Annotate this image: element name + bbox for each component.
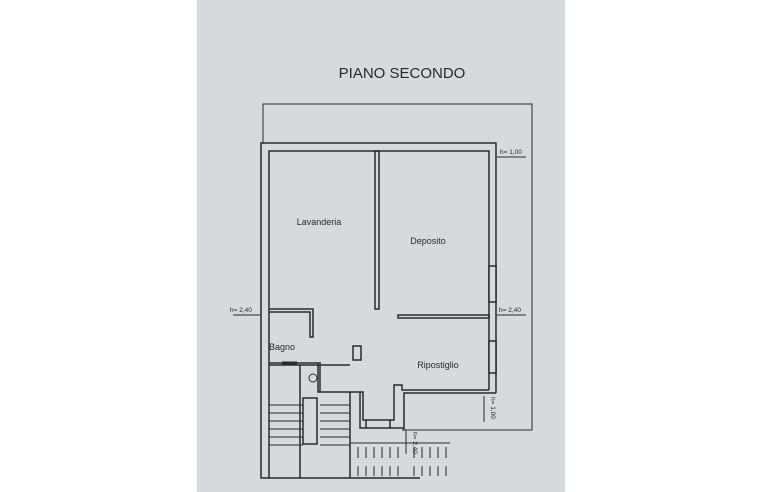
height-label: h= 2,40 bbox=[499, 307, 521, 314]
window bbox=[488, 265, 497, 303]
stair-core bbox=[302, 397, 318, 445]
stair-steps bbox=[269, 404, 450, 476]
window bbox=[488, 340, 497, 374]
ripostiglio-wall bbox=[317, 363, 489, 421]
plan-title: PIANO SECONDO bbox=[339, 65, 466, 82]
paper-sheet bbox=[197, 0, 565, 492]
height-label: h= 1,00 bbox=[500, 149, 522, 156]
height-label: h= 2,40 bbox=[411, 432, 418, 454]
partition-wall bbox=[397, 314, 490, 319]
room-label-deposito: Deposito bbox=[410, 236, 446, 246]
terrace-outline bbox=[262, 103, 533, 431]
fixture-symbol bbox=[308, 373, 318, 383]
column bbox=[352, 345, 362, 361]
room-label-bagno: Bagno bbox=[269, 342, 295, 352]
room-label-ripostiglio: Ripostiglio bbox=[417, 360, 459, 370]
height-label: h= 2,40 bbox=[230, 307, 252, 314]
bagno-wall bbox=[269, 308, 314, 338]
height-label: h= 1,00 bbox=[489, 397, 496, 419]
room-label-lavanderia: Lavanderia bbox=[297, 217, 342, 227]
partition-wall bbox=[374, 150, 380, 310]
outer-wall bbox=[260, 142, 497, 479]
